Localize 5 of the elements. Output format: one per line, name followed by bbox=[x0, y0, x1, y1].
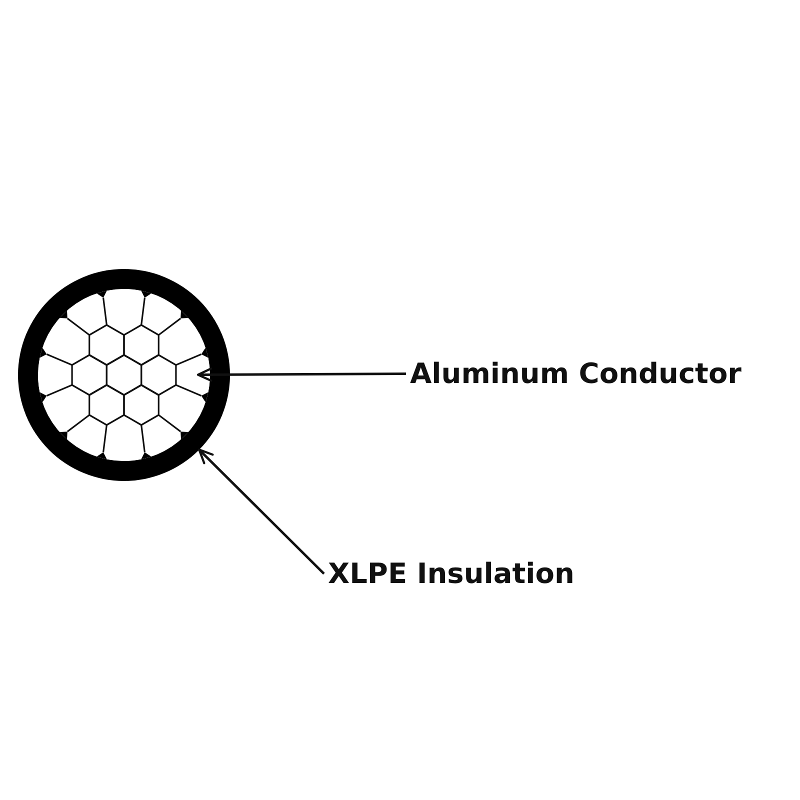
part-label: XLPE Insulation bbox=[328, 557, 574, 591]
part-label: Aluminum Conductor bbox=[410, 357, 742, 391]
leader-line bbox=[196, 368, 406, 382]
leader-line bbox=[198, 448, 325, 575]
conductor-strands bbox=[38, 289, 210, 461]
